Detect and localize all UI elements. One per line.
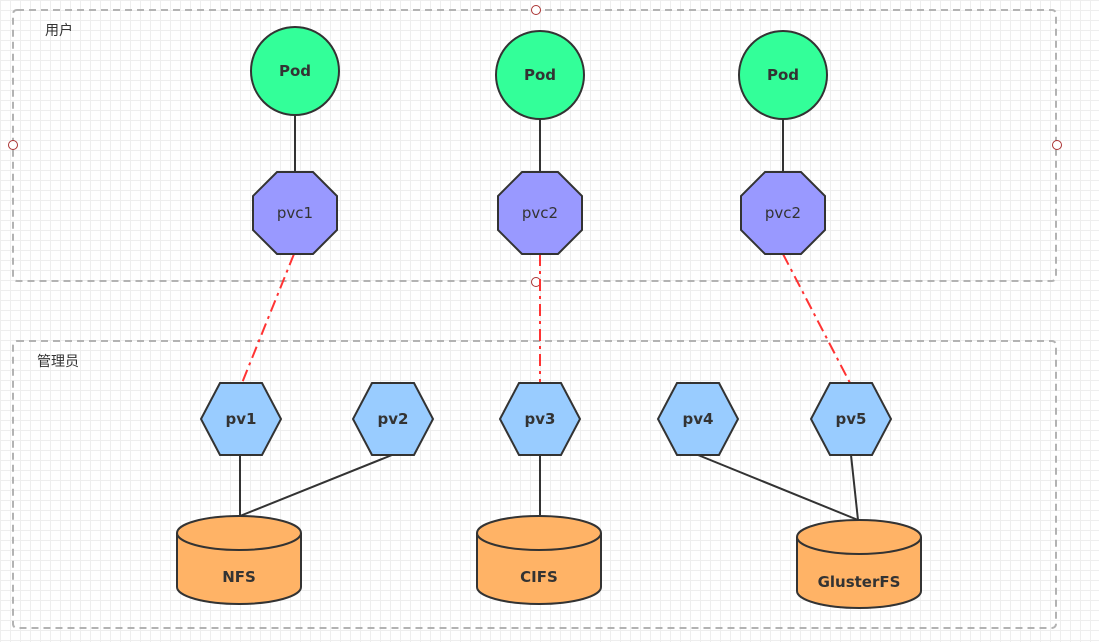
pod-label: Pod (767, 66, 799, 84)
user-group-label: 用户 (45, 22, 73, 39)
pv-label: pv3 (525, 410, 556, 428)
pvc-node[interactable]: pvc2 (497, 171, 583, 255)
admin-group-label: 管理员 (37, 354, 79, 370)
storage-cylinder[interactable]: CIFS (476, 515, 602, 605)
storage-cylinder[interactable]: GlusterFS (796, 519, 922, 609)
pvc-node[interactable]: pvc1 (252, 171, 338, 255)
resize-handle-top[interactable] (531, 5, 541, 15)
pv-label: pv1 (226, 410, 257, 428)
pv-node[interactable]: pv2 (351, 382, 435, 456)
pvc-label: pvc1 (277, 204, 313, 222)
pv-node[interactable]: pv1 (199, 382, 283, 456)
resize-handle-left[interactable] (8, 140, 18, 150)
connector-pv5-glusterfs[interactable] (850, 454, 859, 521)
pvc-label: pvc2 (522, 204, 558, 222)
pvc-label: pvc2 (765, 204, 801, 222)
pod-label: Pod (524, 66, 556, 84)
pod-label: Pod (279, 62, 311, 80)
pv-label: pv4 (683, 410, 714, 428)
storage-label: CIFS (520, 568, 558, 586)
pod-node[interactable]: Pod (250, 26, 340, 116)
connector-pv2-nfs[interactable] (239, 454, 393, 517)
binding-pvc1-pv1[interactable] (241, 253, 295, 384)
pod-node[interactable]: Pod (738, 30, 828, 120)
connector-pv4-glusterfs[interactable] (697, 454, 859, 521)
storage-label: NFS (222, 568, 256, 586)
pv-node[interactable]: pv5 (809, 382, 893, 456)
pvc-node[interactable]: pvc2 (740, 171, 826, 255)
storage-cylinder[interactable]: NFS (176, 515, 302, 605)
pv-node[interactable]: pv3 (498, 382, 582, 456)
resize-handle-right[interactable] (1052, 140, 1062, 150)
storage-label: GlusterFS (818, 573, 901, 591)
pod-node[interactable]: Pod (495, 30, 585, 120)
pv-label: pv2 (378, 410, 409, 428)
binding-pvc3-pv5[interactable] (782, 253, 851, 384)
pv-node[interactable]: pv4 (656, 382, 740, 456)
admin-group[interactable] (12, 340, 1057, 629)
pv-label: pv5 (836, 410, 867, 428)
